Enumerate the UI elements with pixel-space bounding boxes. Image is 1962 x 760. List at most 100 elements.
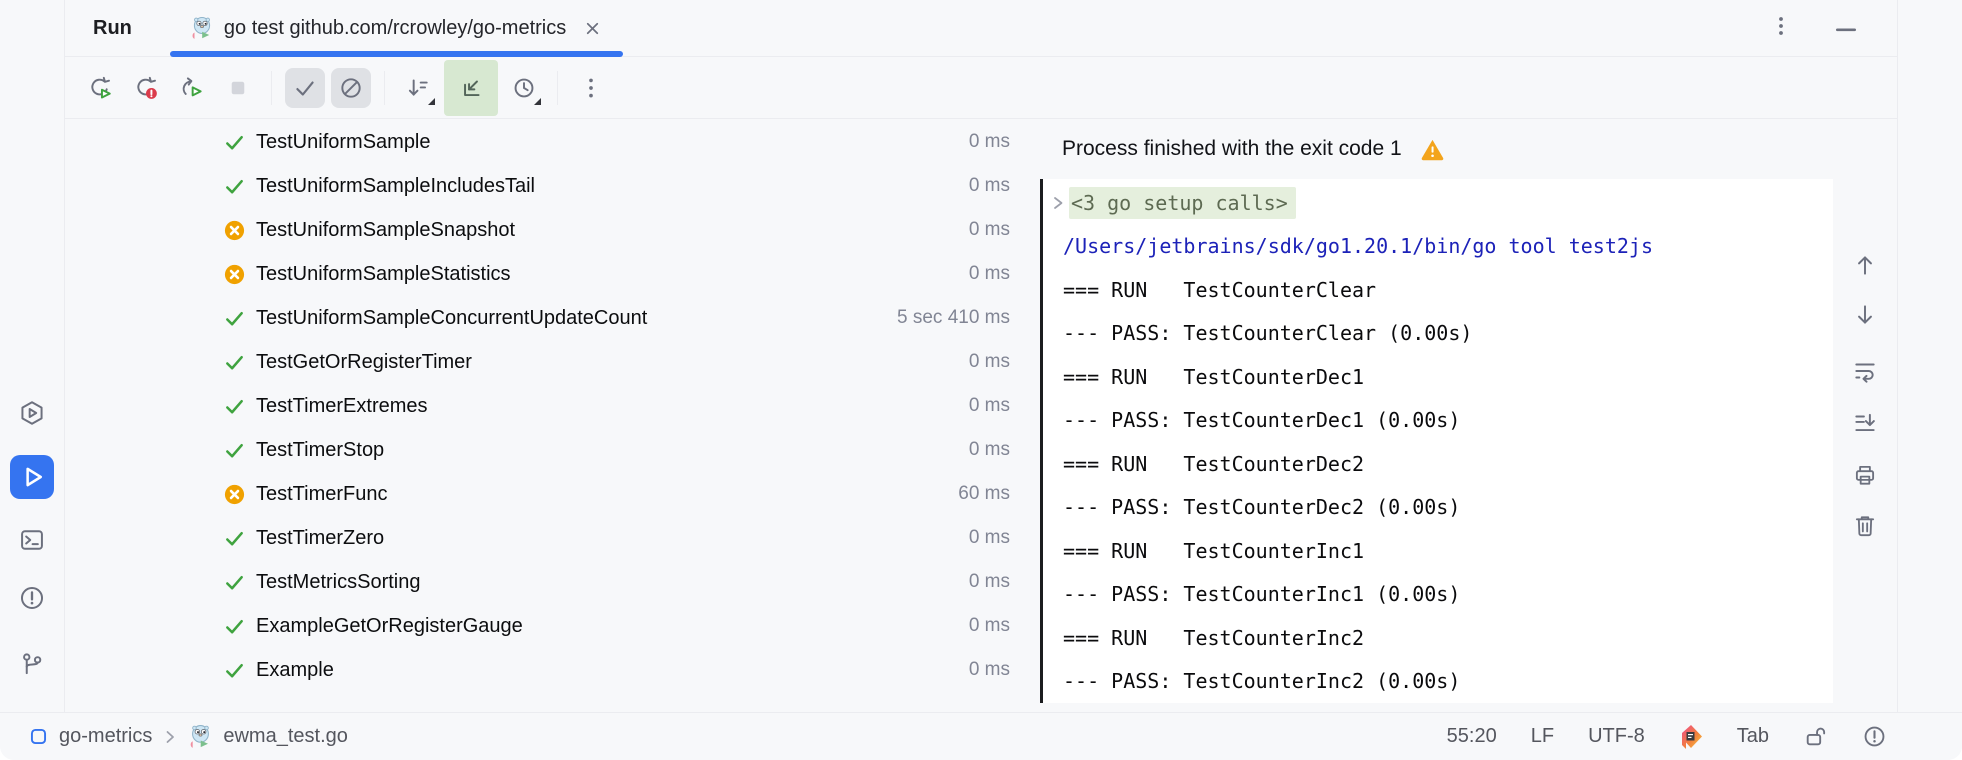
test-row[interactable]: TestUniformSampleConcurrentUpdateCount 5… — [65, 296, 1040, 340]
breadcrumb-file[interactable]: ewma_test.go — [223, 725, 348, 747]
show-duration-icon[interactable] — [504, 68, 544, 108]
kebab-menu-icon[interactable] — [1771, 15, 1791, 42]
caret-position-widget[interactable]: 55:20 — [1446, 725, 1497, 747]
minimize-icon[interactable] — [1835, 20, 1857, 38]
status-bar: go-metrics ewma_test.go 55:20 LF UTF-8 — [0, 712, 1962, 760]
test-passed-icon — [226, 311, 243, 325]
test-row[interactable]: TestUniformSampleSnapshot 0 ms — [65, 208, 1040, 252]
test-duration: 0 ms — [968, 439, 1010, 460]
test-list: TestUniformSample 0 ms TestUniformSample… — [65, 119, 1040, 712]
close-icon[interactable] — [584, 20, 601, 37]
console-line: /Users/jetbrains/sdk/go1.20.1/bin/go too… — [1043, 225, 1833, 269]
test-name: ExampleGetOrRegisterGauge — [256, 614, 523, 637]
rerun-failed-icon[interactable] — [126, 68, 166, 108]
test-passed-icon — [226, 179, 243, 193]
run-tab-bar: Run go test github.com/rcrowl — [65, 0, 1897, 57]
run-toolbar — [65, 57, 1897, 119]
console-line-text: --- PASS: TestCounterDec1 (0.00s) — [1063, 408, 1461, 433]
warning-icon — [1421, 139, 1444, 160]
breadcrumb-project[interactable]: go-metrics — [59, 725, 153, 747]
encoding-widget[interactable]: UTF-8 — [1588, 725, 1645, 747]
test-row[interactable]: TestGetOrRegisterTimer 0 ms — [65, 340, 1040, 384]
dropdown-corner — [428, 97, 435, 105]
rerun-automatically-icon[interactable] — [172, 68, 212, 108]
sdk-icon[interactable] — [1679, 724, 1703, 750]
terminal-icon[interactable] — [10, 518, 54, 562]
show-passed-icon[interactable] — [285, 67, 325, 108]
test-row[interactable]: TestTimerExtremes 0 ms — [65, 384, 1040, 428]
clear-console-icon[interactable] — [1847, 508, 1883, 544]
sort-by-duration-icon[interactable] — [398, 68, 438, 108]
test-name: TestUniformSample — [256, 130, 431, 153]
scroll-down-icon[interactable] — [1847, 297, 1883, 333]
test-name: Example — [256, 658, 334, 681]
console-line-text: /Users/jetbrains/sdk/go1.20.1/bin/go too… — [1063, 234, 1654, 259]
dropdown-corner — [534, 97, 541, 105]
go-gopher-icon — [192, 17, 210, 39]
test-passed-icon — [226, 135, 243, 149]
unlocked-icon[interactable] — [1803, 724, 1828, 749]
test-row[interactable]: Example 0 ms — [65, 648, 1040, 692]
line-separator-widget[interactable]: LF — [1530, 725, 1555, 747]
test-row[interactable]: TestUniformSample 0 ms — [65, 120, 1040, 164]
show-ignored-icon[interactable] — [331, 67, 371, 108]
test-name: TestTimerExtremes — [256, 394, 428, 417]
fold-chevron-icon[interactable] — [1049, 194, 1067, 212]
version-control-icon[interactable] — [10, 643, 54, 687]
test-row[interactable]: TestUniformSampleIncludesTail 0 ms — [65, 164, 1040, 208]
run-tool-window-button[interactable] — [10, 455, 54, 499]
test-name: TestUniformSampleIncludesTail — [256, 174, 536, 197]
console-line: === RUN TestCounterInc1 — [1043, 529, 1833, 573]
navigate-with-selection-icon[interactable] — [444, 59, 498, 116]
process-status-text: Process finished with the exit code 1 — [1062, 137, 1402, 160]
test-duration: 0 ms — [968, 351, 1010, 372]
scroll-to-end-icon[interactable] — [1847, 405, 1883, 441]
test-ignored-icon — [224, 220, 245, 240]
more-icon[interactable] — [571, 68, 611, 108]
console-line-text: --- PASS: TestCounterClear (0.00s) — [1063, 321, 1473, 346]
test-ignored-icon — [224, 484, 245, 504]
test-duration: 0 ms — [968, 263, 1010, 284]
console-line: --- PASS: TestCounterInc1 (0.00s) — [1043, 573, 1833, 617]
test-row[interactable]: ExampleGetOrRegisterGauge 0 ms — [65, 604, 1040, 648]
test-row[interactable]: TestMetricsSorting 0 ms — [65, 560, 1040, 604]
error-indicator-icon[interactable] — [1862, 724, 1887, 749]
run-configuration-tab[interactable]: go test github.com/rcrowley/go-metrics — [169, 0, 624, 57]
console-line-text: <3 go setup calls> — [1069, 186, 1296, 219]
test-row[interactable]: TestTimerStop 0 ms — [65, 428, 1040, 472]
test-row[interactable]: TestUniformSampleStatistics 0 ms — [65, 252, 1040, 296]
test-duration: 0 ms — [968, 659, 1010, 680]
console-line: --- PASS: TestCounterDec2 (0.00s) — [1043, 486, 1833, 530]
left-tool-rail — [0, 0, 65, 712]
go-gopher-icon — [191, 725, 210, 748]
stop-icon[interactable] — [218, 68, 258, 108]
console-output[interactable]: <3 go setup calls> /Users/jetbrains/sdk/… — [1040, 179, 1833, 703]
test-passed-icon — [226, 531, 243, 545]
test-name: TestUniformSampleStatistics — [256, 262, 511, 285]
console-line: --- PASS: TestCounterClear (0.00s) — [1043, 312, 1833, 356]
project-icon — [30, 728, 47, 745]
test-name: TestMetricsSorting — [256, 570, 421, 593]
test-duration: 0 ms — [968, 131, 1010, 152]
rerun-icon[interactable] — [80, 68, 120, 108]
test-name: TestUniformSampleSnapshot — [256, 218, 516, 241]
console-line-text: === RUN TestCounterDec1 — [1063, 364, 1365, 389]
indent-widget[interactable]: Tab — [1736, 725, 1769, 747]
scroll-up-icon[interactable] — [1847, 247, 1883, 283]
services-icon[interactable] — [10, 391, 54, 435]
test-passed-icon — [226, 355, 243, 369]
test-row[interactable]: TestTimerZero 0 ms — [65, 516, 1040, 560]
right-tool-rail — [1897, 0, 1962, 712]
soft-wrap-icon[interactable] — [1847, 353, 1883, 389]
test-row[interactable]: TestTimerFunc 60 ms — [65, 472, 1040, 516]
console-line: <3 go setup calls> — [1043, 181, 1833, 225]
problems-icon[interactable] — [10, 576, 54, 620]
toolbar-separator — [384, 70, 385, 105]
console-line-text: --- PASS: TestCounterInc1 (0.00s) — [1063, 582, 1461, 607]
test-name: TestTimerFunc — [256, 482, 388, 505]
console-line-text: === RUN TestCounterDec2 — [1063, 451, 1365, 476]
tool-window-label: Run — [93, 16, 132, 39]
print-icon[interactable] — [1847, 457, 1883, 493]
console-line: --- PASS: TestCounterInc2 (0.00s) — [1043, 660, 1833, 704]
